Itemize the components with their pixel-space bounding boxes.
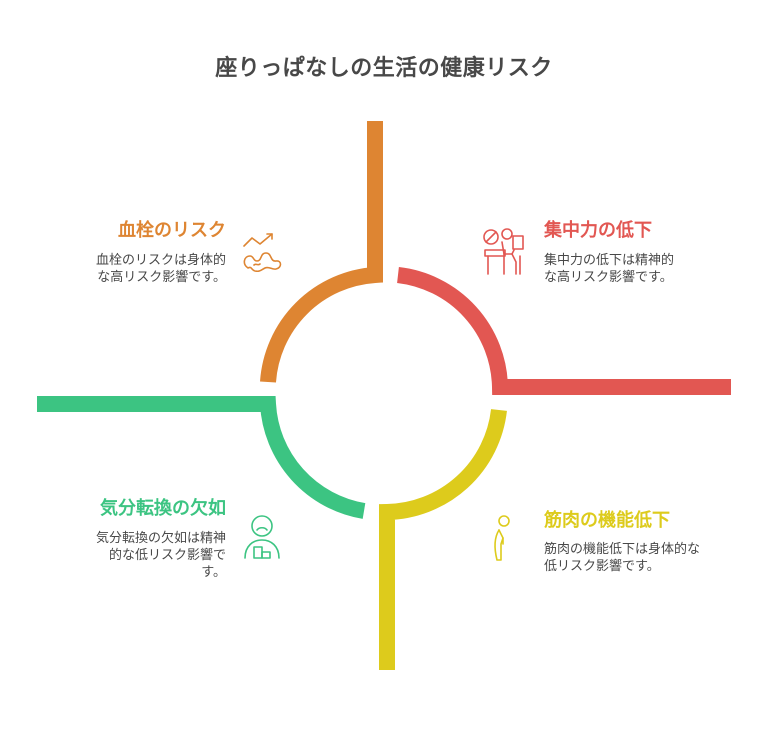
blood-clot-desc: 血栓のリスクは身体的 な高リスク影響です。 [96, 252, 226, 286]
arc-blood-clot [260, 121, 383, 383]
desc-line: 血栓のリスクは身体的 [95, 253, 226, 268]
concentration-title: 集中力の低下 [544, 220, 652, 241]
concentration-desc: 集中力の低下は精神的 な高リスク影響です。 [544, 252, 674, 286]
distracted-worker-icon [483, 228, 524, 275]
desc-line: な高リスク影響です。 [544, 270, 673, 285]
page-title: 座りっぱなしの生活の健康リスク [215, 56, 553, 81]
arc-concentration [396, 267, 731, 395]
varicose-vein-icon [243, 233, 282, 273]
desc-line: 気分転換の欠如は精神 [95, 531, 226, 546]
refreshment-desc: 気分転換の欠如は精神 的な低リスク影響で す。 [96, 530, 226, 581]
muscle-function-desc: 筋肉の機能低下は身体的な 低リスク影響です。 [544, 541, 700, 575]
sad-person-icon [244, 515, 280, 559]
desc-line: 的な低リスク影響で [108, 548, 226, 563]
desc-line: す。 [201, 565, 226, 580]
desc-line: 集中力の低下は精神的 [544, 253, 675, 268]
arc-refreshment [37, 396, 366, 519]
desc-line: 筋肉の機能低下は身体的な [544, 542, 701, 557]
refreshment-title: 気分転換の欠如 [100, 498, 226, 519]
weak-person-icon [494, 515, 510, 561]
blood-clot-title: 血栓のリスク [118, 220, 226, 241]
arc-muscle-function [379, 408, 507, 670]
muscle-function-title: 筋肉の機能低下 [544, 510, 670, 531]
desc-line: 低リスク影響です。 [544, 559, 660, 574]
desc-line: な高リスク影響です。 [97, 270, 226, 285]
